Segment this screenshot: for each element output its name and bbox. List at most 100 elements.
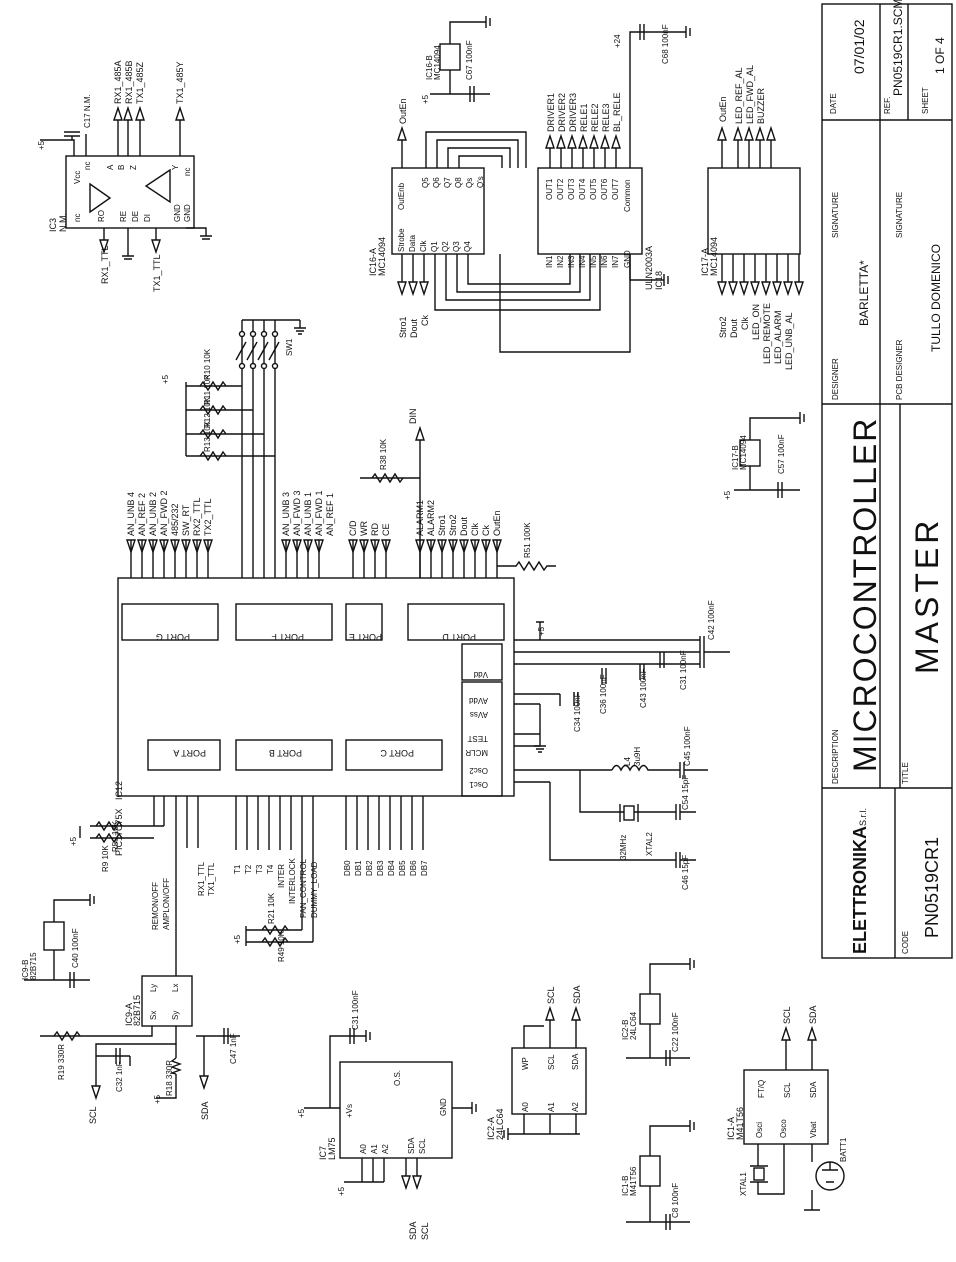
mcu-osc1-label: Osc1 bbox=[469, 780, 488, 789]
l4-label: L4 bbox=[623, 757, 632, 766]
company-name: ELETTRONIKA bbox=[850, 826, 870, 954]
ic16b-power: IC16-B MC14094 C67 100nF +5 bbox=[421, 16, 491, 104]
c45-label: C45 100nF bbox=[683, 726, 692, 766]
vcc-ic3: +5 bbox=[37, 140, 46, 150]
c32-label: C32 1nF bbox=[115, 1061, 124, 1092]
r38-label: R38 10K bbox=[379, 438, 388, 470]
net-led-alarm: LED_ALARM bbox=[773, 310, 783, 364]
net-led-on: LED_ON bbox=[751, 304, 761, 340]
title-block: DATE 07/01/02 REF. PN0519CR1.SCM SHEET 1… bbox=[821, 0, 953, 959]
ic18-uln2003: IC18 ULN2003A OUT1 OUT2 OUT3 OUT4 OUT5 O… bbox=[537, 24, 691, 290]
description-value: MICROCONTROLLER bbox=[847, 417, 883, 772]
ic16-ic18-wiring bbox=[425, 131, 631, 353]
vcc-r18: +5 bbox=[153, 1094, 162, 1104]
net-fan-control: FAN_CONTROL bbox=[299, 858, 308, 918]
ic2a-pin-sda: SDA bbox=[571, 1053, 580, 1070]
ic7-part: LM75 bbox=[327, 1137, 337, 1160]
c57-label: C57 100nF bbox=[777, 434, 786, 474]
vcc-sw1: +5 bbox=[161, 374, 170, 384]
ic3-part: N.M. bbox=[58, 213, 68, 232]
c47-label: C47 1nF bbox=[229, 1033, 238, 1064]
vcc-ic7: +5 bbox=[297, 1108, 306, 1118]
net-scl-ic9: SCL bbox=[88, 1106, 98, 1124]
ic9a-part: 82B715 bbox=[132, 995, 142, 1026]
mcu-mclr-label: MCLR bbox=[465, 748, 488, 757]
net-db2: DB2 bbox=[365, 860, 374, 876]
ic2a-pin-a0: A0 bbox=[521, 1102, 530, 1112]
net-an-fwd3: AN_FWD 3 bbox=[292, 490, 302, 536]
net-scl-ic2: SCL bbox=[546, 986, 556, 1004]
vcc-ic17b: +5 bbox=[723, 490, 732, 500]
ic7-lm75: IC7 LM75 +Vs O.S. A0 A1 A2 SDA SCL GND +… bbox=[297, 990, 477, 1240]
ic16a-pin-data: Data bbox=[408, 235, 417, 252]
mcu-ref: IC12 bbox=[114, 781, 124, 800]
date-value: 07/01/02 bbox=[851, 19, 867, 74]
c8-label: C8 100nF bbox=[671, 1183, 680, 1218]
net-sda-ic2: SDA bbox=[572, 985, 582, 1004]
ic16a-pin-q6: Q6 bbox=[432, 177, 441, 188]
ic3-pin-nc2: nc bbox=[183, 168, 192, 176]
signature-label-2: SIGNATURE bbox=[895, 192, 904, 238]
net-an-unb3: AN_UNB 3 bbox=[281, 492, 291, 536]
net-v24: +24 bbox=[613, 34, 622, 48]
ic17a-part: MC14094 bbox=[709, 237, 719, 276]
r9-label: R9 10K bbox=[101, 845, 110, 872]
net-buzzer: BUZZER bbox=[756, 87, 766, 124]
ref-value: PN0519CR1.SCM bbox=[891, 0, 905, 96]
port-c-nets: DB0 DB1 DB2 DB3 DB4 DB5 DB6 DB7 bbox=[343, 860, 429, 876]
c22-label: C22 100nF bbox=[671, 1012, 680, 1052]
ic7-pin-os: O.S. bbox=[393, 1070, 402, 1086]
net-rele3: RELE3 bbox=[601, 103, 611, 132]
mcu-part: PIC17C75X bbox=[114, 808, 124, 856]
ic3-pin-y: Y bbox=[171, 164, 180, 170]
ic1a-pin-osci: Osci bbox=[755, 1122, 764, 1138]
c42-label: C42 100nF bbox=[707, 600, 716, 640]
net-tx1-485y: TX1_485Y bbox=[175, 61, 185, 104]
net-remonoff: REMON/OFF bbox=[151, 882, 160, 930]
net-stro2-ic17: Stro2 bbox=[718, 316, 728, 338]
net-dout-ic16: Dout bbox=[409, 318, 419, 338]
net-db3: DB3 bbox=[376, 860, 385, 876]
net-rx1-ttl: RX1_TTL bbox=[100, 245, 110, 284]
net-an-unb4: AN_UNB 4 bbox=[126, 492, 136, 536]
pcb-designer-value: TULLO DOMENICO bbox=[929, 244, 943, 352]
net-rx2-ttl: RX2_TTL bbox=[192, 497, 202, 536]
net-t2: T2 bbox=[244, 864, 253, 874]
net-sw-rt: SW_RT bbox=[181, 504, 191, 536]
vcc-mcu: +5 bbox=[537, 626, 546, 636]
vcc-ic16b: +5 bbox=[421, 94, 430, 104]
net-rx1-485b: RX1_485B bbox=[124, 60, 134, 104]
mcu-osc2-label: Osc2 bbox=[469, 766, 488, 775]
port-b-label: PORT B bbox=[269, 748, 302, 758]
mcu-power-osc: +5 C42 100nF L4 3u9H C45 100nF 32MHz XTA… bbox=[514, 600, 730, 890]
ic16a-shift-register: IC16-A MC14094 OutEnb Q5 Q6 Q7 Q8 Qs Q's… bbox=[368, 98, 485, 338]
net-t4: T4 bbox=[266, 864, 275, 874]
date-label: DATE bbox=[829, 93, 838, 114]
vcc-r9: +5 bbox=[69, 836, 78, 846]
net-rx1-ttl-a: RX1_TTL bbox=[197, 861, 206, 896]
mcu-test-label: TEST bbox=[467, 734, 488, 743]
net-ck: Ck bbox=[481, 525, 491, 536]
net-db5: DB5 bbox=[398, 860, 407, 876]
title-label: TITLE bbox=[901, 762, 910, 784]
c68-label: C68 100nF bbox=[661, 24, 670, 64]
ic2a-part: 24LC64 bbox=[495, 1108, 505, 1140]
net-an-fwd2: AN_FWD 2 bbox=[159, 490, 169, 536]
ic17b-part: MC14094 bbox=[739, 435, 748, 470]
net-an-unb1: AN_UNB 1 bbox=[303, 492, 313, 536]
ic16a-pin-q3: Q3 bbox=[452, 241, 461, 252]
port-e-nets: C/D WR RD CE bbox=[348, 520, 391, 536]
ic7-pin-a1: A1 bbox=[370, 1144, 379, 1154]
net-ce: CE bbox=[381, 523, 391, 536]
net-an-ref1: AN_REF 1 bbox=[325, 493, 335, 536]
ic17b-power: IC17-B MC14094 C57 100nF +5 bbox=[723, 412, 805, 500]
ic3-pin-nc1: nc bbox=[83, 162, 92, 170]
ic2a-pin-scl: SCL bbox=[547, 1054, 556, 1070]
ic16a-pin-q7: Q7 bbox=[443, 177, 452, 188]
r13-label: R13 10K bbox=[203, 420, 212, 452]
net-led-remote: LED_REMOTE bbox=[762, 303, 772, 364]
ic3-rs485: IC3 N.M. Vcc nc A B Z Y nc GND GND DI DE… bbox=[37, 60, 212, 292]
ic18-in6: IN6 bbox=[600, 255, 609, 268]
ic18-out4: OUT4 bbox=[578, 178, 587, 200]
net-dout-ic17: Dout bbox=[729, 318, 739, 338]
